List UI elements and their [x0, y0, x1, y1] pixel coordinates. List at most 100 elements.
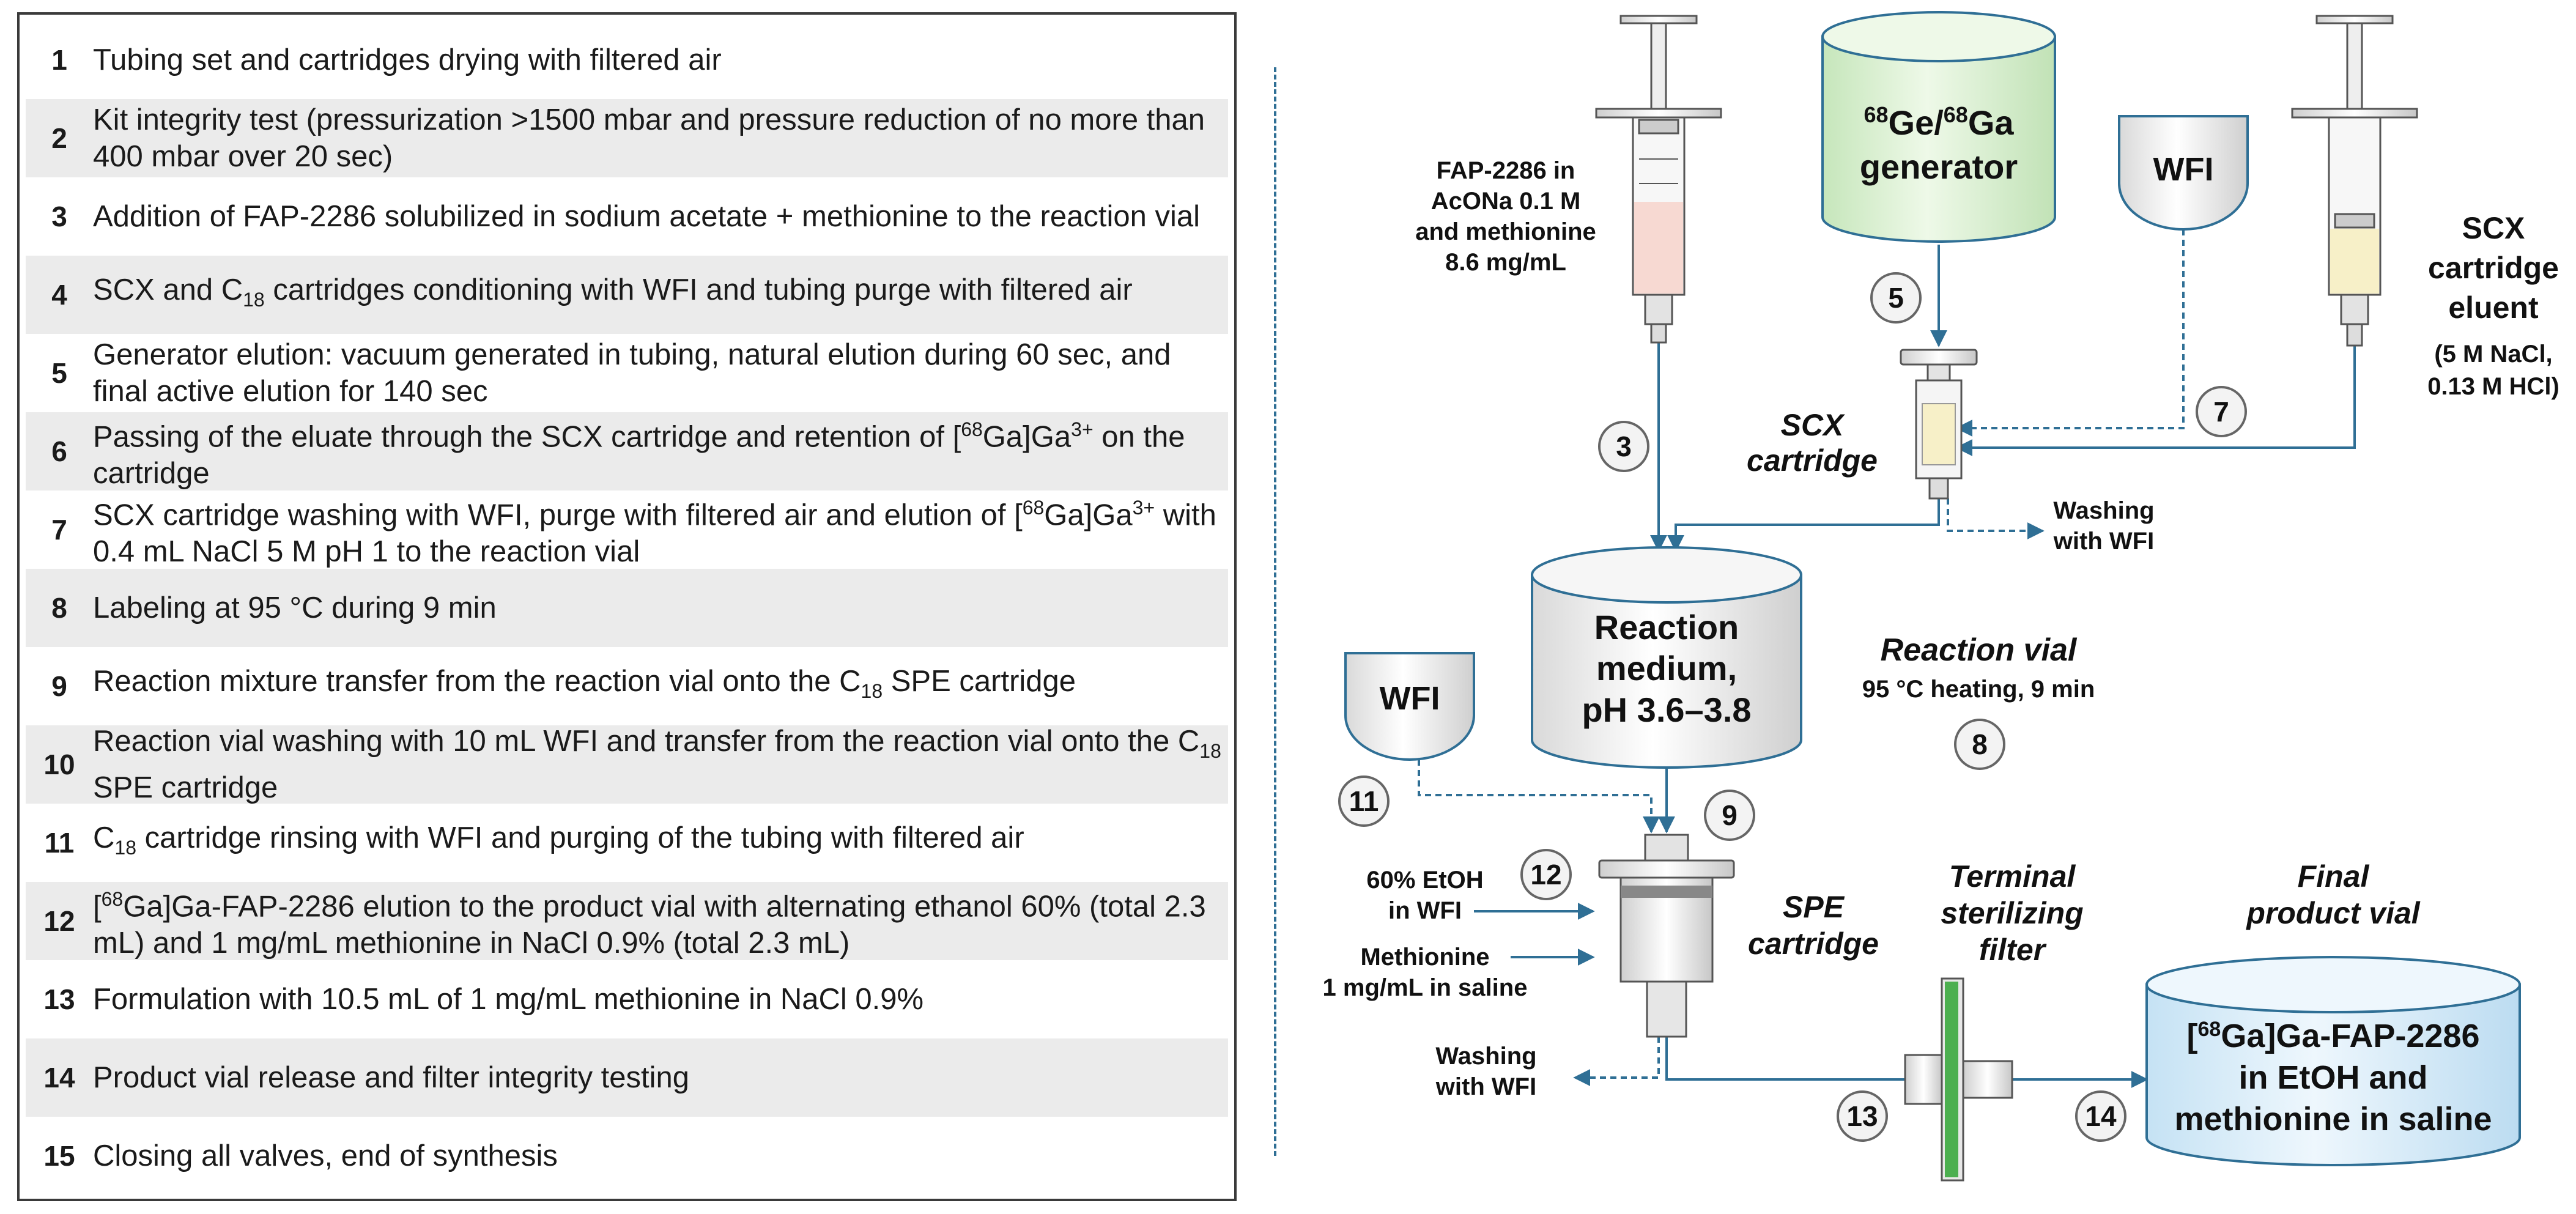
generator-label-part: Ga [1968, 103, 2015, 142]
step-number: 1 [51, 44, 67, 76]
wfi-top-label: WFI [2153, 151, 2214, 188]
step-number: 9 [51, 670, 67, 702]
step-text: [68Ga]Ga-FAP-2286 elution to the product… [93, 887, 1206, 960]
step-text: C18 cartridge rinsing with WFI and purgi… [93, 821, 1024, 859]
step-text: Kit integrity test (pressurization >1500… [93, 103, 1205, 173]
reaction-vial-detail: 95 °C heating, 9 min [1862, 676, 2095, 703]
step-row: 8 Labeling at 95 °C during 9 min [26, 569, 1228, 647]
scx-eluent-line1: SCX [2462, 211, 2525, 245]
step-number: 11 [44, 827, 75, 859]
terminal-filter-line3: filter [1979, 933, 2047, 967]
step-number: 8 [51, 592, 67, 624]
dashed-wash-lines [1418, 229, 2185, 1086]
reaction-vial-title: Reaction vial [1881, 632, 2078, 668]
final-vial-line1: Final [2298, 859, 2370, 894]
reaction-medium-line3: pH 3.6–3.8 [1582, 690, 1751, 729]
washing-top-line2: with WFI [2053, 528, 2154, 555]
step-marker-label: 9 [1722, 799, 1738, 831]
wfi-bag-top: WFI [2118, 115, 2249, 231]
washing-top-line1: Washing [2053, 497, 2154, 524]
reaction-medium-line1: Reaction [1594, 608, 1739, 646]
step-text: SCX cartridge washing with WFI, purge wi… [93, 496, 1216, 569]
step-text: Closing all valves, end of synthesis [93, 1139, 558, 1172]
step-marker: 5 [1870, 272, 1922, 324]
wfi-bag-left: WFI [1344, 652, 1475, 761]
step-marker: 7 [2196, 386, 2247, 437]
spe-line1: SPE [1783, 890, 1845, 924]
scx-eluent-syringe [2291, 15, 2418, 347]
step-text: Reaction mixture transfer from the react… [93, 665, 1076, 702]
step-text: Tubing set and cartridges drying with fi… [93, 43, 722, 76]
reaction-vial: Reaction medium, pH 3.6–3.8 [1531, 546, 1802, 769]
step-marker: 14 [2075, 1090, 2126, 1142]
product-label-part: Ga]Ga-FAP-2286 [2221, 1018, 2479, 1054]
methionine-line2: 1 mg/mL in saline [1323, 974, 1528, 1001]
step-row: 11 C18 cartridge rinsing with WFI and pur… [26, 804, 1228, 882]
scx-cartridge [1900, 349, 1978, 500]
methionine-line1: Methionine [1360, 944, 1489, 971]
step-text: SCX and C18 cartridges conditioning with… [93, 273, 1133, 311]
step-number: 4 [51, 279, 67, 311]
generator-label-part: 68 [1864, 102, 1888, 127]
scx-eluent-detail2: 0.13 M HCl) [2427, 373, 2559, 400]
generator-label: generator [1860, 147, 2018, 186]
step-row: 4 SCX and C18 cartridges conditioning wit… [26, 256, 1228, 334]
step-marker-label: 12 [1530, 859, 1561, 890]
dashed-divider [1274, 67, 1276, 1156]
wfi-left-label: WFI [1380, 680, 1440, 717]
fap-label-line4: 8.6 mg/mL [1445, 249, 1566, 276]
step-text: Product vial release and filter integrit… [93, 1061, 690, 1094]
step-marker: 13 [1837, 1090, 1888, 1142]
step-row: 7 SCX cartridge washing with WFI, purge w… [26, 490, 1228, 569]
scx-cartridge-line2: cartridge [1747, 443, 1878, 478]
step-number: 13 [43, 983, 75, 1015]
steps-table: 1 Tubing set and cartridges drying with f… [17, 12, 1237, 1201]
step-marker-label: 3 [1616, 431, 1632, 462]
step-row: 2 Kit integrity test (pressurization >150… [26, 99, 1228, 177]
step-markers: 3 5 7 8 9 11 12 13 14 [1338, 272, 2247, 1142]
final-product-vial: [68Ga]Ga-FAP-2286 in EtOH and methionine… [2145, 956, 2521, 1166]
flow-lines [1474, 245, 2356, 1088]
step-marker-label: 11 [1349, 785, 1379, 817]
step-text: Addition of FAP-2286 solubilized in sodi… [93, 200, 1201, 233]
etoh-line1: 60% EtOH [1366, 867, 1483, 894]
generator-label-part: Ge/ [1889, 103, 1944, 142]
generator: 68Ge/68Ga generator [1821, 11, 2056, 243]
step-number: 14 [43, 1062, 75, 1094]
step-row: 5 Generator elution: vacuum generated in … [26, 334, 1228, 412]
step-marker: 11 [1338, 775, 1390, 827]
step-number: 5 [51, 357, 67, 389]
product-line2: in EtOH and [2239, 1059, 2428, 1096]
washing-bottom-line1: Washing [1435, 1043, 1536, 1070]
product-line3: methionine in saline [2174, 1101, 2492, 1138]
step-marker: 8 [1954, 719, 2005, 770]
step-marker-label: 8 [1972, 728, 1988, 760]
step-marker-label: 13 [1846, 1100, 1878, 1132]
scx-cartridge-line1: SCX [1781, 408, 1845, 442]
step-number: 6 [51, 435, 67, 467]
step-marker: 12 [1520, 849, 1572, 900]
step-marker-label: 7 [2213, 396, 2229, 427]
step-text: Reaction vial washing with 10 mL WFI and… [93, 725, 1221, 804]
product-label-part: 68 [2197, 1018, 2221, 1041]
step-text: Generator elution: vacuum generated in t… [93, 338, 1171, 408]
final-vial-line2: product vial [2245, 896, 2420, 930]
step-number: 2 [51, 122, 67, 154]
scx-eluent-detail1: (5 M NaCl, [2434, 341, 2552, 368]
fap-label-line2: AcONa 0.1 M [1431, 188, 1581, 215]
step-text: Labeling at 95 °C during 9 min [93, 591, 497, 624]
spe-cartridge [1598, 834, 1735, 1038]
step-number: 7 [51, 514, 67, 546]
diagram-labels: FAP-2286 in AcONa 0.1 M and methionine 8… [1323, 157, 2559, 1100]
fap-label-line3: and methionine [1415, 218, 1596, 245]
spe-line2: cartridge [1748, 927, 1879, 961]
step-text: Formulation with 10.5 mL of 1 mg/mL meth… [93, 983, 924, 1016]
step-marker: 9 [1704, 790, 1755, 841]
terminal-filter-line2: sterilizing [1941, 896, 2083, 930]
step-number: 12 [43, 905, 75, 937]
step-row: 14 Product vial release and filter integr… [26, 1038, 1228, 1117]
